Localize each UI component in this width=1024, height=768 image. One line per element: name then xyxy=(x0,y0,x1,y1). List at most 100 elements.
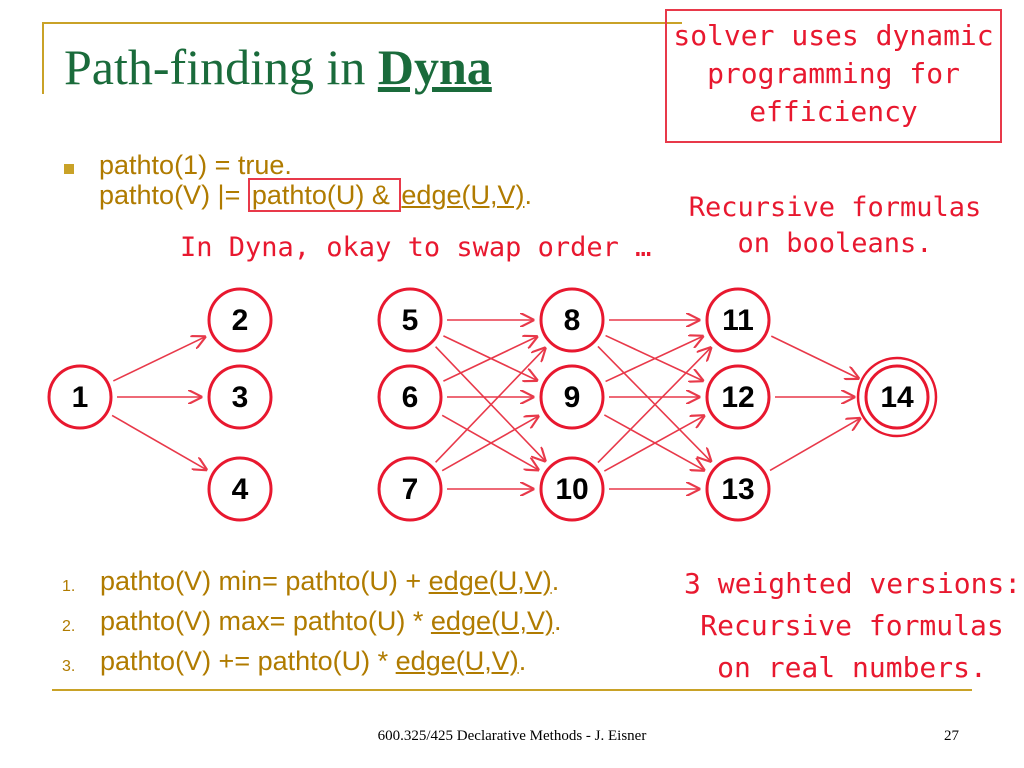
dp-note-line: programming for xyxy=(707,57,960,90)
node-6: 6 xyxy=(377,364,443,430)
item-text: pathto(V) min= pathto(U) + edge(U,V). xyxy=(100,566,559,597)
edge-term: edge(U,V) xyxy=(395,646,519,676)
node-label: 13 xyxy=(721,473,754,506)
node-4: 4 xyxy=(207,456,273,522)
page-number: 27 xyxy=(944,728,959,744)
bullet-square-icon xyxy=(64,164,74,174)
node-circle xyxy=(377,287,443,353)
title-emph: Dyna xyxy=(377,39,492,95)
node-13: 13 xyxy=(705,456,771,522)
node-circle xyxy=(207,456,273,522)
boolean-note-line: on booleans. xyxy=(737,228,933,259)
swap-order-note: In Dyna, okay to swap order … xyxy=(180,232,652,263)
real-note-line: 3 weighted versions: xyxy=(684,567,1022,600)
rule-head: pathto(V) |= xyxy=(99,180,248,210)
title-prefix: Path-finding in xyxy=(64,39,378,95)
swap-highlight-box: pathto(U) & xyxy=(247,178,402,212)
edge-1-4 xyxy=(111,414,206,469)
real-note-line: Recursive formulas xyxy=(700,609,1004,642)
edge-10-12 xyxy=(603,416,704,472)
node-circle xyxy=(705,456,771,522)
node-circle xyxy=(207,287,273,353)
node-label: 10 xyxy=(555,473,588,506)
node-7: 7 xyxy=(377,456,443,522)
item-text: pathto(V) max= pathto(U) * edge(U,V). xyxy=(100,606,561,637)
edge-8-13 xyxy=(597,345,711,461)
item-number: 3. xyxy=(62,658,76,675)
edge-9-13 xyxy=(603,414,704,470)
rule-end: . xyxy=(553,606,562,636)
node-label: 11 xyxy=(722,304,754,337)
real-numbers-note: 3 weighted versions: Recursive formulas … xyxy=(684,563,1022,689)
node-label: 1 xyxy=(72,381,89,414)
item-number: 2. xyxy=(62,618,76,635)
node-circle xyxy=(539,456,605,522)
node-circle xyxy=(539,364,605,430)
boolean-note: Recursive formulas on booleans. xyxy=(680,190,990,262)
edge-term: edge(U,V) xyxy=(428,566,552,596)
node-5: 5 xyxy=(377,287,443,353)
edge-5-10 xyxy=(435,346,545,461)
node-circle xyxy=(705,287,771,353)
frame-bottom-line xyxy=(52,689,972,691)
node-9: 9 xyxy=(539,364,605,430)
node-8: 8 xyxy=(539,287,605,353)
rule-end: . xyxy=(524,180,532,210)
item-text: pathto(V) += pathto(U) * edge(U,V). xyxy=(100,646,526,677)
slide-title: Path-finding in Dyna xyxy=(64,38,492,96)
node-label: 12 xyxy=(721,381,754,414)
node-circle xyxy=(864,364,930,430)
edge-10-11 xyxy=(597,348,711,464)
node-14: 14 xyxy=(856,356,938,438)
node-3: 3 xyxy=(207,364,273,430)
edge-11-14 xyxy=(770,335,858,378)
node-label: 8 xyxy=(564,304,581,337)
node-11: 11 xyxy=(705,287,771,353)
rule-end: . xyxy=(518,646,527,676)
node-label: 4 xyxy=(232,473,249,506)
node-label: 2 xyxy=(232,304,249,337)
node-circle xyxy=(539,287,605,353)
node-2: 2 xyxy=(207,287,273,353)
edge-6-10 xyxy=(441,414,538,469)
edge-7-9 xyxy=(441,416,538,472)
rule-head: pathto(V) += pathto(U) * xyxy=(100,646,396,676)
node-circle xyxy=(705,364,771,430)
edge-term: edge(U,V) xyxy=(401,180,525,210)
node-circle xyxy=(207,364,273,430)
dp-note-line: solver uses dynamic xyxy=(673,19,994,52)
node-label: 9 xyxy=(564,381,581,414)
goal-ring xyxy=(856,356,938,438)
node-label: 3 xyxy=(232,381,249,414)
node-label: 14 xyxy=(880,381,914,414)
node-label: 7 xyxy=(402,473,419,506)
boolean-note-line: Recursive formulas xyxy=(688,192,982,223)
rule-end: . xyxy=(551,566,560,596)
edge-term: edge(U,V) xyxy=(430,606,554,636)
node-1: 1 xyxy=(47,364,113,430)
node-label: 6 xyxy=(402,381,419,414)
node-circle xyxy=(377,364,443,430)
node-12: 12 xyxy=(705,364,771,430)
node-circle xyxy=(377,456,443,522)
real-note-line: on real numbers. xyxy=(717,651,987,684)
node-label: 5 xyxy=(402,304,419,337)
node-circle xyxy=(47,364,113,430)
dp-note-box: solver uses dynamic programming for effi… xyxy=(665,9,1002,143)
edge-7-8 xyxy=(435,348,545,463)
slide-footer: 600.325/425 Declarative Methods - J. Eis… xyxy=(377,728,647,744)
edge-9-11 xyxy=(605,336,703,383)
item-number: 1. xyxy=(62,578,76,595)
edge-1-2 xyxy=(112,337,205,382)
rule-head: pathto(V) min= pathto(U) + xyxy=(100,566,429,596)
frame-left-line xyxy=(42,22,44,94)
dp-note-line: efficiency xyxy=(749,95,918,128)
bullet-line-2: pathto(V) |= pathto(U) & edge(U,V). xyxy=(99,178,532,212)
node-10: 10 xyxy=(539,456,605,522)
rule-head: pathto(V) max= pathto(U) * xyxy=(100,606,431,636)
frame-top-line xyxy=(42,22,682,24)
edge-13-14 xyxy=(769,419,860,472)
edge-6-8 xyxy=(443,337,536,382)
bullet-line-1: pathto(1) = true. xyxy=(99,150,292,180)
